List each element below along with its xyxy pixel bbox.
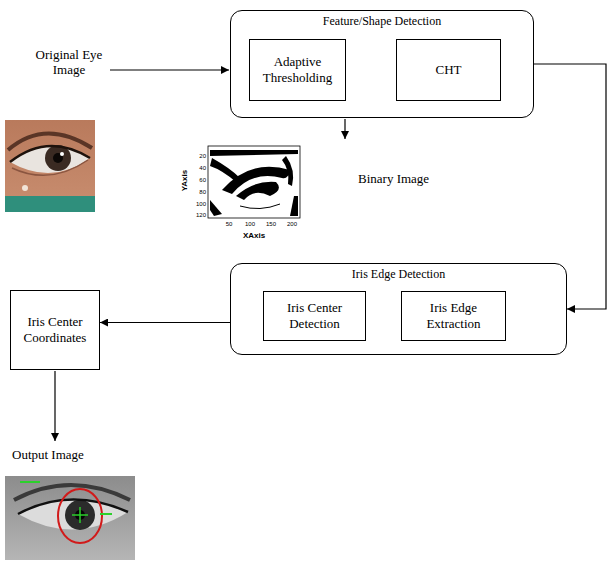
blob [210,150,298,156]
box-text: Iris Center Detection [268,300,361,332]
input-arrow [110,69,229,70]
skin [5,120,95,212]
output-arrow [344,119,345,139]
box-text: CHT [436,62,462,78]
image-caption: Binary Image [358,172,448,187]
stage-box: Feature/Shape DetectionAdaptive Threshol… [230,10,534,118]
tick-label: 150 [261,221,281,228]
eye-photo [5,120,95,212]
blob [236,182,279,200]
iris [65,500,95,530]
box-text: Iris Edge Detection [231,264,566,281]
annotation-mark [20,481,40,483]
speckle [240,204,280,209]
axis-title: XAxis [239,231,269,240]
lower-lid [12,160,88,175]
tick-label: 50 [219,221,239,228]
sclera [18,499,128,529]
iris-circle [58,489,102,543]
background-strip [5,196,95,212]
box-text: Feature/Shape Detection [231,11,533,28]
pupil [53,153,63,163]
plot-frame [208,146,300,218]
tick-label: 40 [186,165,206,172]
image-caption: Output Image [12,448,112,463]
spot [22,185,28,191]
output-photo [5,476,135,560]
tick-label: 60 [186,177,206,184]
box-text: Adaptive Thresholding [254,54,341,86]
blob [210,200,222,216]
sclera [10,146,90,173]
box-text: Iris Edge Extraction [406,300,501,332]
tick-label: 100 [186,201,206,208]
tick-label: 120 [186,212,206,219]
box-text: Iris Center Coordinates [15,314,95,346]
process-box: Adaptive Thresholding [249,39,346,101]
flow-arrow [100,322,230,323]
output-box: Iris Center Coordinates [10,290,100,370]
axis-title: YAxis [180,166,189,196]
skin [5,476,135,560]
tick-label: 200 [282,221,302,228]
process-box: Iris Edge Extraction [401,291,506,341]
annotation-mark [100,513,112,515]
tick-label: 80 [186,189,206,196]
blob [282,156,293,186]
lash-line [18,499,128,514]
process-box: Iris Center Detection [263,291,366,341]
center-mark [79,507,81,523]
output-arrow [54,371,55,441]
lash-line [10,146,90,162]
image-caption: Original Eye Image [28,48,110,78]
tick-label: 20 [186,153,206,160]
reflection [60,152,64,156]
process-box: CHT [396,39,501,101]
stage-box: Iris Edge DetectionIris Center Detection… [230,263,567,355]
blob [290,196,298,216]
binary-image [208,146,300,218]
eyelid [14,485,130,500]
tick-label: 100 [240,221,260,228]
